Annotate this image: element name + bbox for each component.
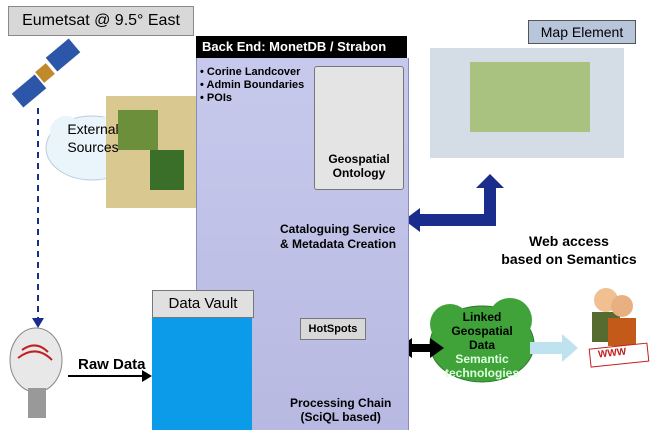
- frontend-arrow: [404, 174, 504, 232]
- ontology-box: [314, 66, 404, 190]
- satellite-icon: [11, 38, 81, 108]
- backend-title: Back End: MonetDB / Strabon: [196, 36, 407, 58]
- hotspots-label: HotSpots: [300, 318, 366, 340]
- catalog-label: Cataloguing Service & Metadata Creation: [280, 222, 397, 251]
- linked-data-cloud: [429, 298, 535, 383]
- processing-chain-label: Processing Chain (SciQL based): [290, 396, 392, 424]
- web-access-label: Web access based on Semantics: [501, 233, 637, 267]
- bullet-item: • POIs: [200, 92, 232, 104]
- frontend-label: Front End: GUI: [430, 16, 480, 23]
- linked-data-label: Linked Geospatial Data Semantic technolo…: [444, 310, 519, 380]
- ontology-label: Geospatial Ontology: [328, 152, 390, 180]
- users-icon: [588, 288, 650, 368]
- raw-data-label: Raw Data: [78, 356, 146, 373]
- satellite-label: Eumetsat @ 9.5° East: [8, 6, 194, 36]
- satellite-dish-icon: [9, 327, 63, 418]
- bullet-item: • Admin Boundaries: [200, 79, 305, 91]
- external-sources-label: External Sources: [67, 121, 119, 155]
- data-vault-label: Data Vault: [152, 290, 254, 318]
- data-vault-box: [152, 318, 252, 430]
- bullet-item: • Corine Landcover: [200, 66, 301, 78]
- backend-bullets: • Corine Landcover • Admin Boundaries • …: [200, 66, 304, 105]
- map-element-label: Map Element: [528, 20, 636, 44]
